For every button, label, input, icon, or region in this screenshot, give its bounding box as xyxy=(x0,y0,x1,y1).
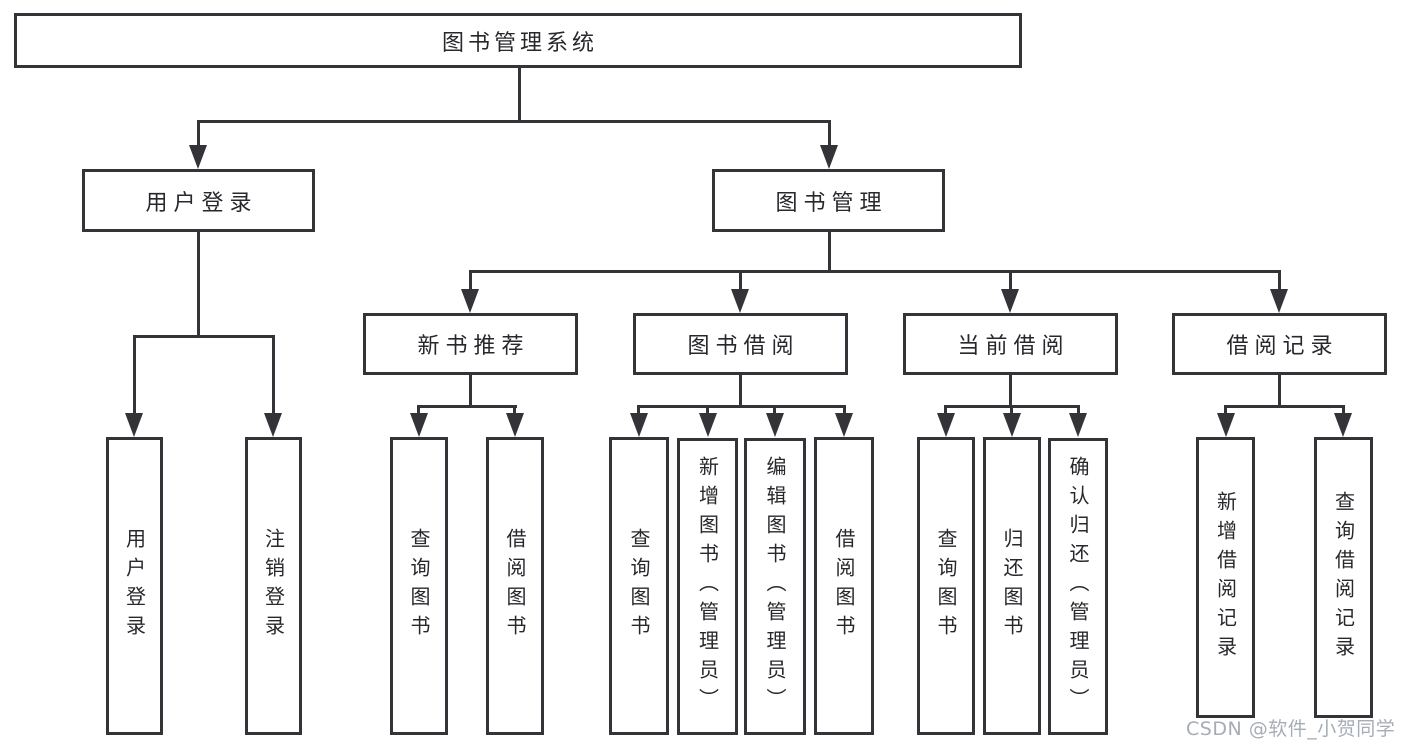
connector-line xyxy=(469,375,472,407)
connector-line xyxy=(417,405,517,408)
node-book-borrowing: 图书借阅 xyxy=(633,313,848,375)
connector-line xyxy=(1224,405,1227,419)
arrow-down-icon xyxy=(1069,413,1087,437)
arrow-down-icon xyxy=(820,145,838,169)
watermark: CSDN @软件_小贺同学 xyxy=(1186,718,1396,740)
connector-line xyxy=(828,232,831,273)
leaf-return-books: 归还图书 xyxy=(983,437,1041,735)
leaf-user-login: 用户登录 xyxy=(106,437,163,735)
arrow-down-icon xyxy=(264,413,282,437)
connector-line xyxy=(706,405,709,419)
arrow-down-icon xyxy=(1003,413,1021,437)
arrow-down-icon xyxy=(506,413,524,437)
connector-line xyxy=(739,375,742,407)
connector-line xyxy=(944,405,947,419)
node-new-book-recommend: 新书推荐 xyxy=(363,313,578,375)
connector-line xyxy=(469,270,1281,273)
connector-line xyxy=(1009,375,1012,407)
leaf-borrow-books-borrowing: 借阅图书 xyxy=(814,437,874,735)
connector-line xyxy=(828,120,831,150)
connector-line xyxy=(513,405,516,419)
connector-line xyxy=(773,405,776,419)
connector-line xyxy=(197,120,200,150)
arrow-down-icon xyxy=(630,413,648,437)
arrow-down-icon xyxy=(937,413,955,437)
connector-line xyxy=(1278,375,1281,407)
connector-line xyxy=(739,270,742,293)
arrow-down-icon xyxy=(1217,413,1235,437)
arrow-down-icon xyxy=(766,413,784,437)
leaf-edit-books-admin: 编辑图书（管理员） xyxy=(744,438,806,735)
leaf-confirm-return-admin: 确认归还（管理员） xyxy=(1048,438,1108,735)
connector-line xyxy=(1342,405,1345,419)
connector-line xyxy=(417,405,420,419)
leaf-add-borrow-record: 新增借阅记录 xyxy=(1196,437,1255,718)
node-root: 图书管理系统 xyxy=(14,13,1022,68)
arrow-down-icon xyxy=(1334,413,1352,437)
leaf-query-books-newrec: 查询图书 xyxy=(390,437,448,735)
connector-line xyxy=(1010,405,1013,419)
leaf-borrow-books-newrec: 借阅图书 xyxy=(486,437,544,735)
connector-line xyxy=(843,405,846,419)
arrow-down-icon xyxy=(410,413,428,437)
connector-line xyxy=(1009,270,1012,293)
arrow-down-icon xyxy=(1001,289,1019,313)
arrow-down-icon xyxy=(699,413,717,437)
connector-line xyxy=(1278,270,1281,293)
leaf-add-books-admin: 新增图书（管理员） xyxy=(677,438,738,735)
connector-line xyxy=(197,120,831,123)
arrow-down-icon xyxy=(461,289,479,313)
node-user-login: 用户登录 xyxy=(82,169,315,232)
leaf-logout-login: 注销登录 xyxy=(245,437,302,735)
connector-line xyxy=(469,270,472,293)
leaf-query-books-borrowing: 查询图书 xyxy=(609,437,669,735)
connector-line xyxy=(133,335,275,338)
connector-line xyxy=(1077,405,1080,419)
arrow-down-icon xyxy=(1270,289,1288,313)
leaf-query-borrow-record: 查询借阅记录 xyxy=(1314,437,1373,718)
connector-line xyxy=(197,232,200,338)
leaf-query-books-current: 查询图书 xyxy=(917,437,975,735)
node-current-borrowing: 当前借阅 xyxy=(903,313,1118,375)
arrow-down-icon xyxy=(125,413,143,437)
arrow-down-icon xyxy=(189,145,207,169)
connector-line xyxy=(518,68,521,123)
arrow-down-icon xyxy=(835,413,853,437)
node-book-management: 图书管理 xyxy=(712,169,945,232)
connector-line xyxy=(637,405,640,419)
connector-line xyxy=(637,405,846,408)
connector-line xyxy=(133,335,136,417)
connector-line xyxy=(1224,405,1345,408)
node-borrow-records: 借阅记录 xyxy=(1172,313,1387,375)
arrow-down-icon xyxy=(731,289,749,313)
connector-line xyxy=(272,335,275,417)
